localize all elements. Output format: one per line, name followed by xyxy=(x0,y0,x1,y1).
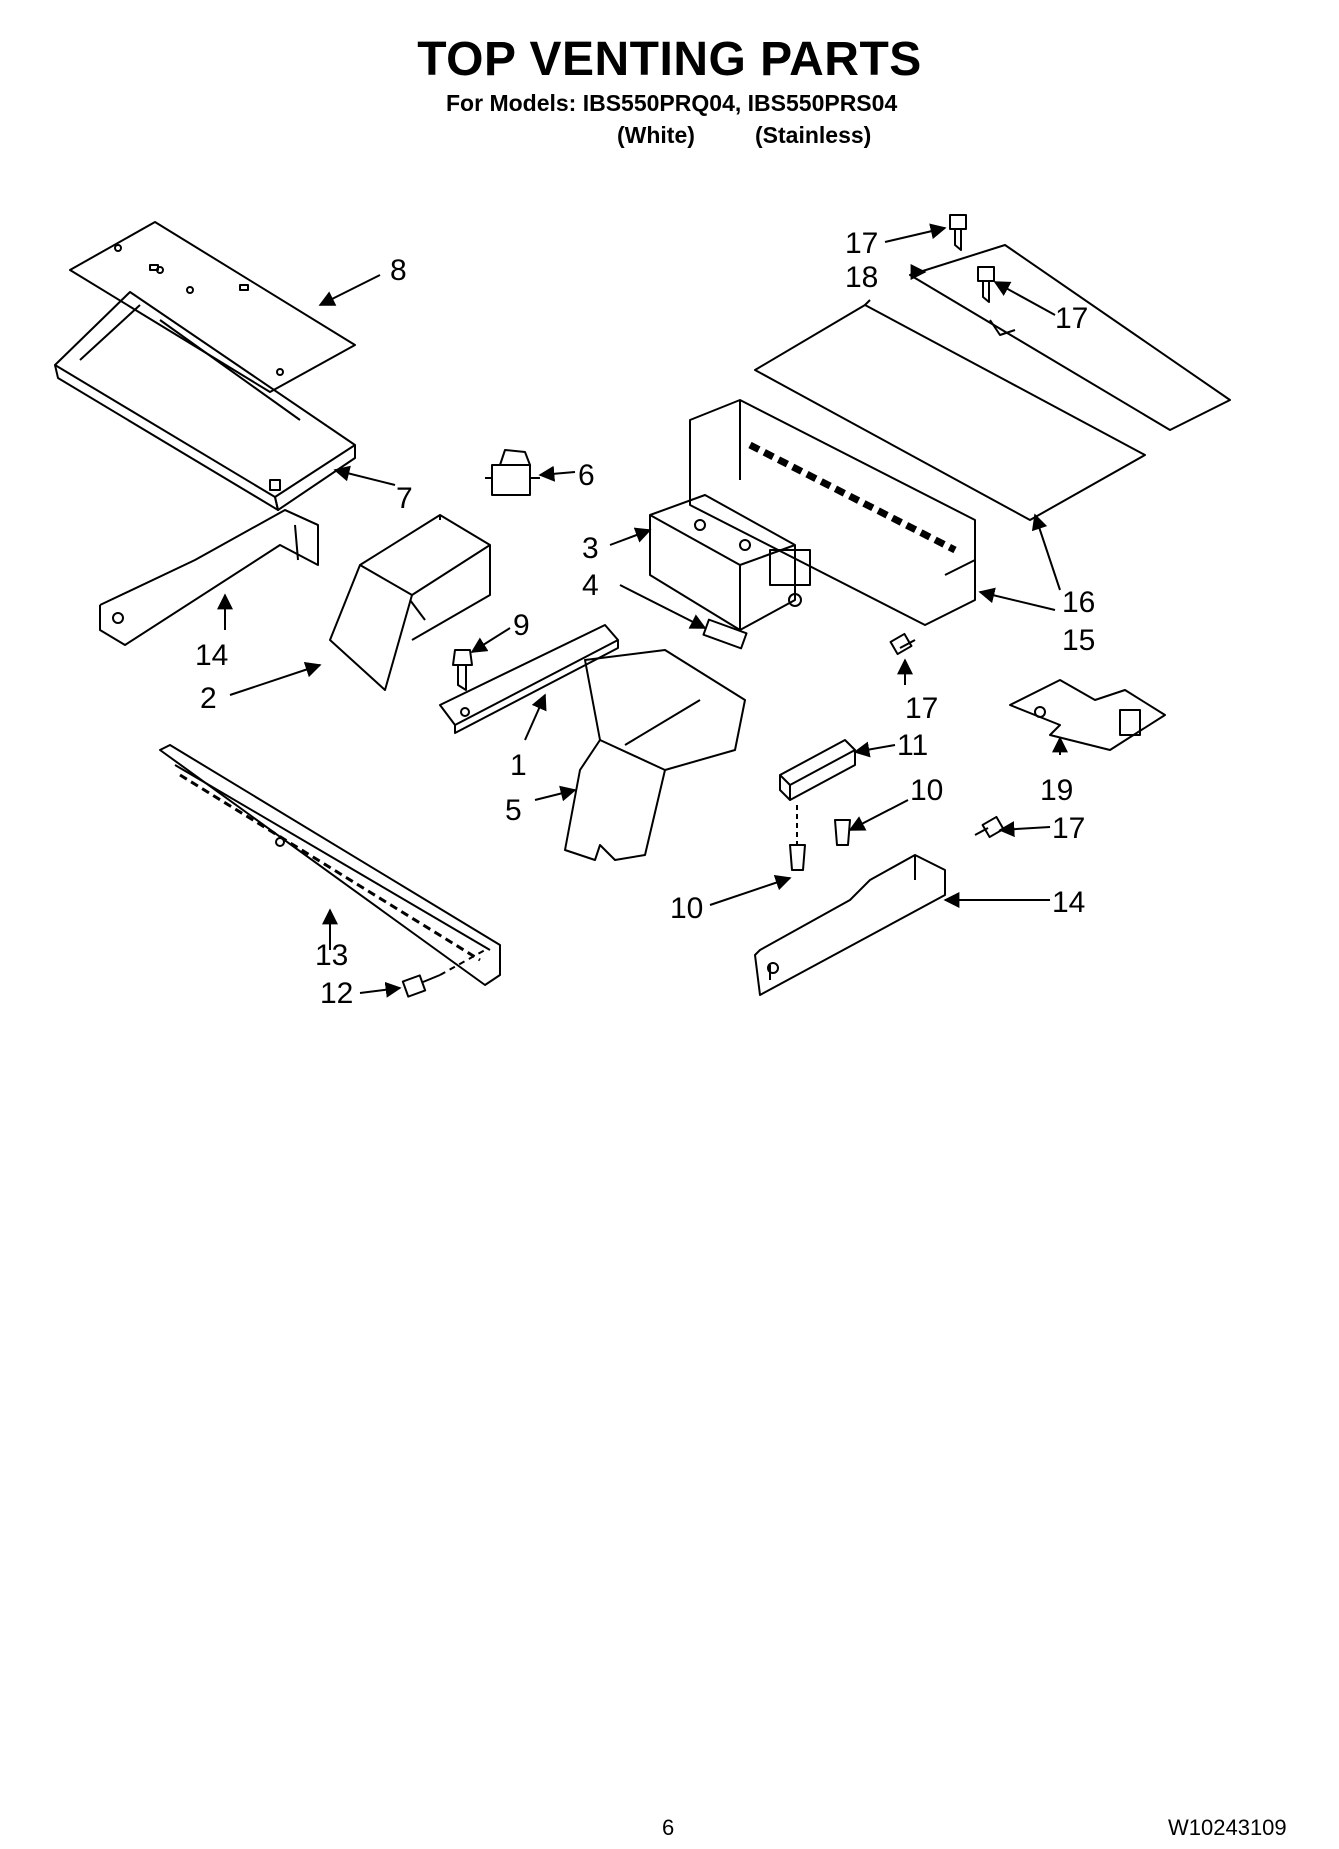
part-2-duct xyxy=(329,514,491,691)
callout-16: 16 xyxy=(1062,586,1095,619)
part-6-transformer xyxy=(485,449,540,496)
callout-5: 5 xyxy=(505,794,522,827)
callout-4: 4 xyxy=(582,569,599,602)
callout-9: 9 xyxy=(513,609,530,642)
callout-3: 3 xyxy=(582,532,599,565)
part-13-rail xyxy=(159,744,501,986)
callout-15: 15 xyxy=(1062,624,1095,657)
part-10-screw-a xyxy=(834,819,851,846)
part-15-vent-panel xyxy=(689,399,976,626)
callout-14-right: 14 xyxy=(1052,886,1085,919)
part-17-screw-d xyxy=(974,815,1005,839)
part-19-bracket xyxy=(1009,679,1166,751)
callout-labels: 8 7 6 14 2 3 4 9 1 5 16 15 17 19 11 10 1… xyxy=(195,227,1095,1010)
part-14-right-bracket xyxy=(754,854,946,996)
callout-10-b: 10 xyxy=(670,892,703,925)
part-3-control xyxy=(649,494,811,631)
part-11-terminal-block xyxy=(779,739,856,801)
callout-8: 8 xyxy=(390,254,407,287)
callout-2: 2 xyxy=(200,682,217,715)
part-14-left-bracket xyxy=(99,509,319,646)
part-1-bar xyxy=(439,624,619,734)
callout-19: 19 xyxy=(1040,774,1073,807)
callout-1: 1 xyxy=(510,749,527,782)
callout-13: 13 xyxy=(315,939,348,972)
part-18-cover xyxy=(909,244,1231,431)
part-8-top-cover xyxy=(69,221,356,393)
callout-6: 6 xyxy=(578,459,595,492)
callout-17-c: 17 xyxy=(905,692,938,725)
part-16-panel xyxy=(754,299,1146,521)
callout-7: 7 xyxy=(396,482,413,515)
callout-18: 18 xyxy=(845,261,878,294)
callout-14-left: 14 xyxy=(195,639,228,672)
callout-11: 11 xyxy=(897,729,928,762)
part-10-screw-b xyxy=(789,844,806,871)
part-9-screw xyxy=(452,649,473,691)
variant-stainless: (Stainless) xyxy=(755,122,872,148)
page-title: TOP VENTING PARTS xyxy=(417,33,922,86)
variant-white: (White) xyxy=(617,122,695,148)
page-number: 6 xyxy=(662,1815,675,1840)
callout-10-a: 10 xyxy=(910,774,943,807)
callout-17-b: 17 xyxy=(1055,302,1088,335)
part-17-screw-a xyxy=(949,214,967,251)
callout-12: 12 xyxy=(320,977,353,1010)
callout-17-a: 17 xyxy=(845,227,878,260)
part-17-screw-b xyxy=(977,266,995,303)
part-7-tray xyxy=(54,291,356,511)
part-5-deflector xyxy=(564,649,746,861)
document-number: W10243109 xyxy=(1168,1815,1287,1840)
models-line: For Models: IBS550PRQ04, IBS550PRS04 xyxy=(446,90,898,116)
part-17-screw-c xyxy=(889,632,916,656)
callout-17-d: 17 xyxy=(1052,812,1085,845)
part-12-screw xyxy=(401,949,486,998)
